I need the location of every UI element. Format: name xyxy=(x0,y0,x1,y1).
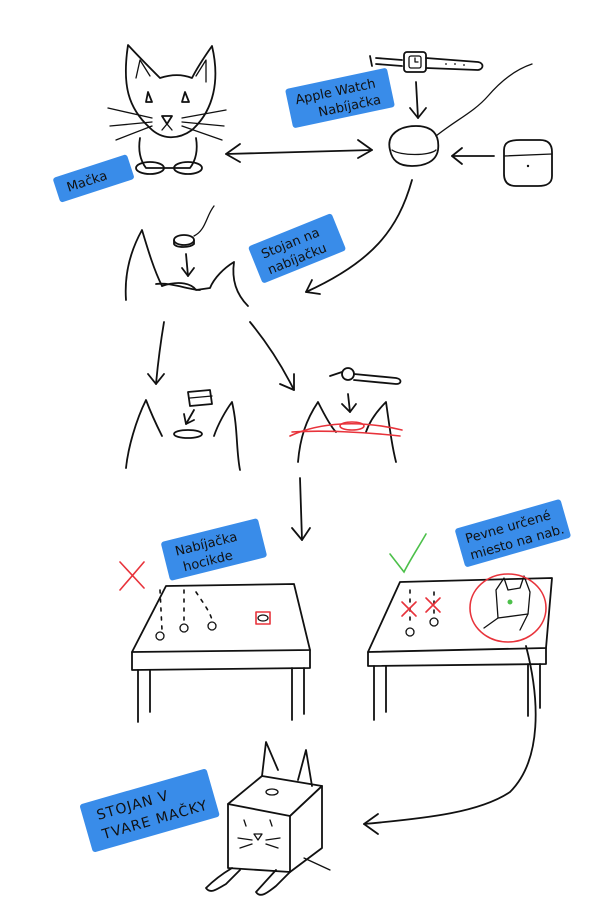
label-nabijacka: Nabíjačka hocikde xyxy=(161,518,267,581)
stand-variant-puck xyxy=(125,389,241,471)
label-macka: Mačka xyxy=(53,154,134,203)
arrow-to-variant-a xyxy=(147,321,165,385)
apple-watch-icon xyxy=(369,51,484,73)
charger-puck-icon xyxy=(388,63,533,167)
checkmark-icon xyxy=(389,533,427,574)
table-icon-left xyxy=(131,583,311,723)
arrow-charger-to-stand xyxy=(305,179,413,295)
arrow-to-variant-b xyxy=(249,321,295,391)
cat-stand-box-icon xyxy=(205,741,331,896)
label-pevne: Pevne určené miesto na nab. xyxy=(455,499,571,567)
cat-icon xyxy=(107,44,227,175)
label-final: STOJAN V TVARE MAČKY xyxy=(80,768,220,853)
stand-concept-icon xyxy=(124,205,249,307)
label-stojan: Stojan na nabíjačku xyxy=(248,213,346,283)
table-icon-right xyxy=(367,573,553,721)
cross-icon xyxy=(119,561,145,591)
arrow-to-final xyxy=(363,645,537,835)
arrow-watch-to-charger xyxy=(409,81,427,119)
airpods-case-icon xyxy=(503,139,553,187)
arrow-case-to-charger xyxy=(451,147,495,165)
label-apple-watch: Apple Watch Nabíjačka xyxy=(285,68,395,128)
arrow-to-tables xyxy=(291,477,311,541)
double-arrow xyxy=(225,139,373,163)
stand-variant-watch xyxy=(289,367,403,463)
